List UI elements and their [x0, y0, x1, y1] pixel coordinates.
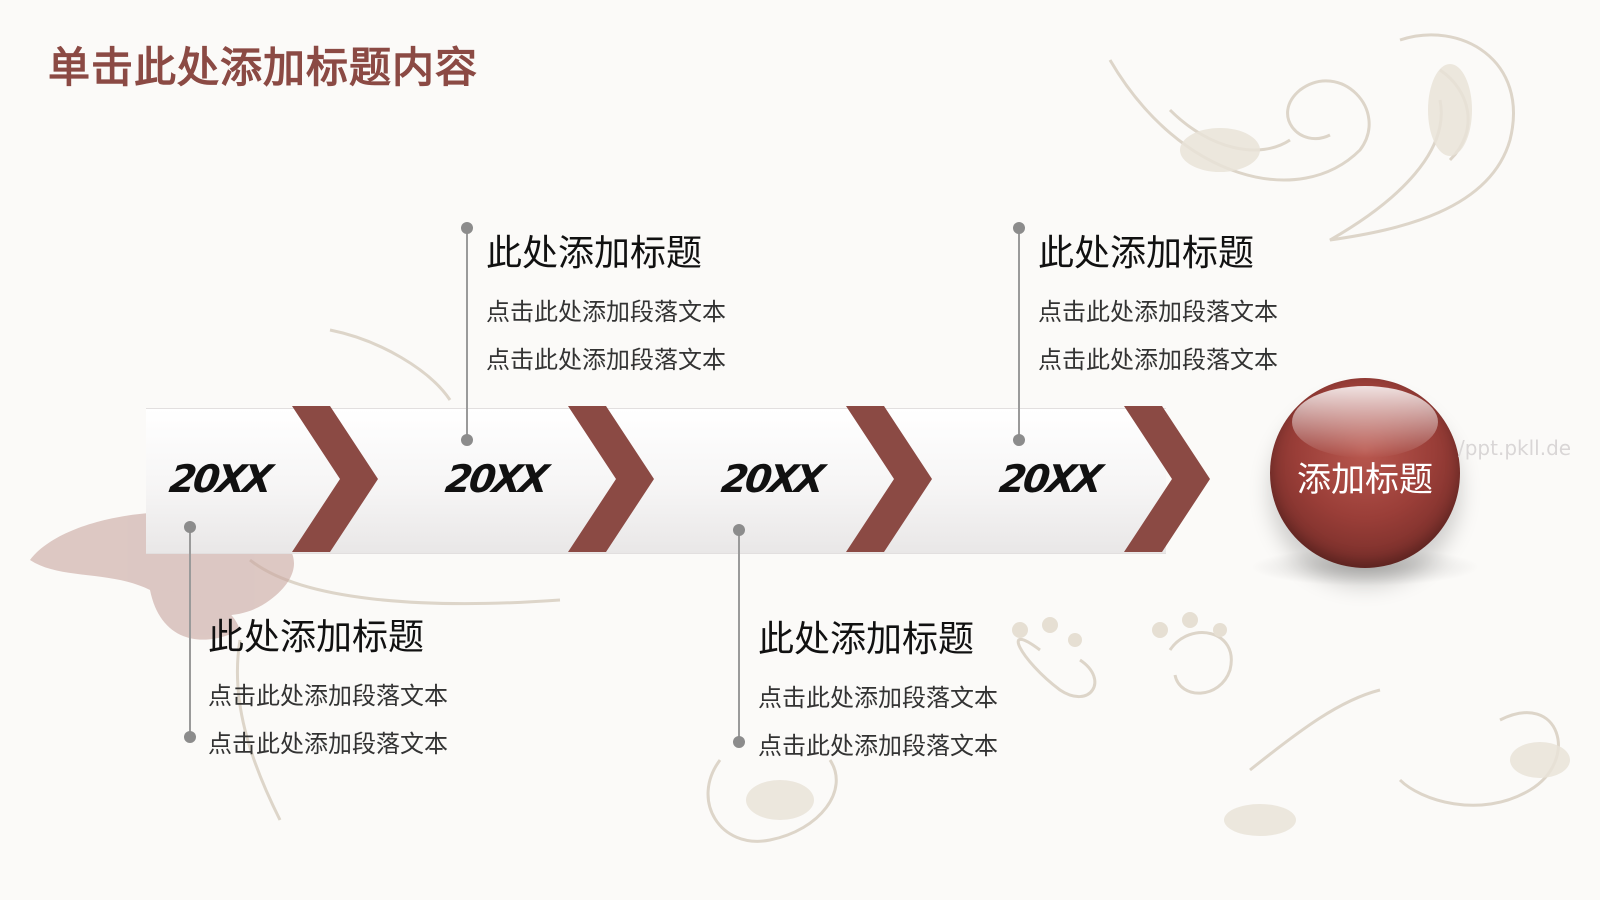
callout-text[interactable]: 点击此处添加段落文本	[758, 732, 998, 760]
callout-text[interactable]: 点击此处添加段落文本	[486, 298, 726, 326]
chevron-2	[568, 406, 654, 552]
callout-text[interactable]: 点击此处添加段落文本	[208, 682, 448, 710]
callout-text[interactable]: 点击此处添加段落文本	[208, 730, 448, 758]
connector-line-4	[1018, 228, 1020, 440]
connector-dot	[733, 524, 745, 536]
slide-title[interactable]: 单击此处添加标题内容	[48, 43, 479, 92]
year-label-1[interactable]: 20XX	[166, 457, 273, 501]
year-label-4[interactable]: 20XX	[996, 457, 1103, 501]
connector-line-3	[738, 530, 740, 742]
connector-dot	[461, 434, 473, 446]
connector-dot	[461, 222, 473, 234]
callout-text[interactable]: 点击此处添加段落文本	[1038, 298, 1278, 326]
orb-highlight	[1292, 386, 1438, 458]
connector-dot	[184, 521, 196, 533]
connector-line-1	[189, 527, 191, 737]
callout-3: 此处添加标题 点击此处添加段落文本 点击此处添加段落文本	[758, 616, 1058, 770]
end-orb[interactable]: 添加标题	[1270, 378, 1460, 568]
callout-1: 此处添加标题 点击此处添加段落文本 点击此处添加段落文本	[208, 614, 508, 768]
callout-text[interactable]: 点击此处添加段落文本	[486, 346, 726, 374]
callout-text[interactable]: 点击此处添加段落文本	[758, 684, 998, 712]
watermark: /ppt.pkll.de	[1458, 436, 1572, 460]
year-label-3[interactable]: 20XX	[718, 457, 825, 501]
callout-2: 此处添加标题 点击此处添加段落文本 点击此处添加段落文本	[486, 230, 786, 384]
callout-title[interactable]: 此处添加标题	[758, 619, 975, 660]
connector-line-2	[466, 228, 468, 440]
year-label-2[interactable]: 20XX	[442, 457, 549, 501]
connector-dot	[733, 736, 745, 748]
callout-text[interactable]: 点击此处添加段落文本	[1038, 346, 1278, 374]
callout-4: 此处添加标题 点击此处添加段落文本 点击此处添加段落文本	[1038, 230, 1338, 384]
connector-dot	[1013, 222, 1025, 234]
callout-title[interactable]: 此处添加标题	[208, 617, 425, 658]
callout-title[interactable]: 此处添加标题	[1038, 233, 1255, 274]
end-orb-label: 添加标题	[1297, 460, 1433, 500]
chevron-4	[1124, 406, 1210, 552]
chevron-1	[292, 406, 378, 552]
connector-dot	[184, 731, 196, 743]
chevron-3	[846, 406, 932, 552]
connector-dot	[1013, 434, 1025, 446]
callout-title[interactable]: 此处添加标题	[486, 233, 703, 274]
